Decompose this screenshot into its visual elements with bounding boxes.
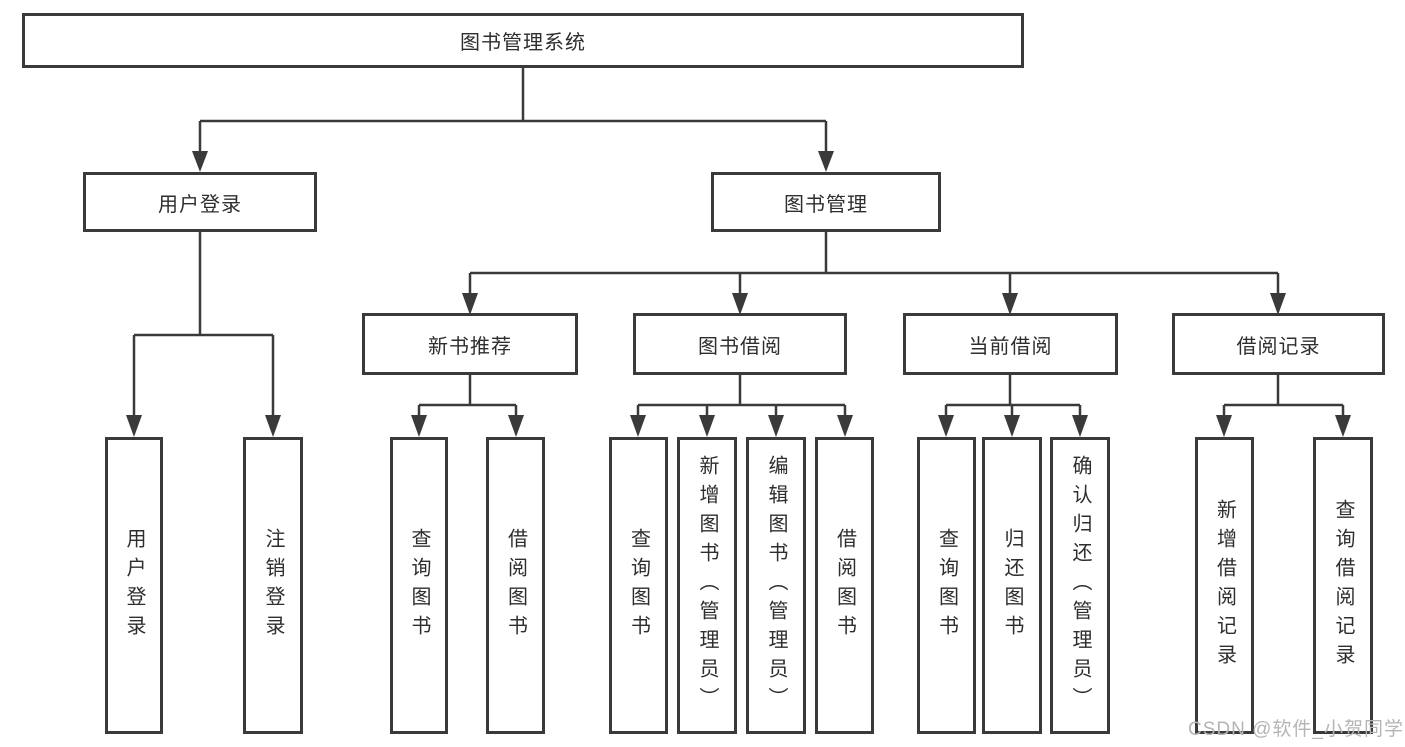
arrow-icon <box>1216 415 1232 437</box>
node-label: 查询图书 <box>935 527 958 644</box>
node-root-system: 图书管理系统 <box>22 13 1024 68</box>
leaf-query-books-recommend: 查询图书 <box>390 437 448 734</box>
node-label: 图书管理系统 <box>460 32 586 54</box>
arrow-icon <box>508 415 524 437</box>
arrow-icon <box>1335 415 1351 437</box>
leaf-return-books: 归还图书 <box>982 437 1042 734</box>
connector-user-login-to-leaves <box>132 232 275 421</box>
connector-root-to-level2 <box>198 68 828 156</box>
leaf-user-login: 用户登录 <box>105 437 163 734</box>
node-book-management: 图书管理 <box>711 172 941 232</box>
node-label: 图书借阅 <box>698 335 782 358</box>
node-label: 归还图书 <box>1001 527 1023 644</box>
node-label: 图书管理 <box>784 193 868 216</box>
node-label: 借阅记录 <box>1236 335 1321 358</box>
node-label: 编辑图书（管理员） <box>765 455 787 716</box>
node-label: 新书推荐 <box>428 335 512 358</box>
connector-current-borrowing-to-leaves <box>944 375 1082 421</box>
node-borrowing-records: 借阅记录 <box>1172 313 1385 375</box>
node-label: 用户登录 <box>123 527 145 644</box>
node-user-login: 用户登录 <box>83 172 317 232</box>
node-new-book-recommendation: 新书推荐 <box>362 313 578 375</box>
arrow-icon <box>462 293 478 315</box>
node-label: 借阅图书 <box>833 527 856 644</box>
connector-book-borrowing-to-leaves <box>636 375 847 421</box>
node-label: 查询借阅记录 <box>1332 498 1354 673</box>
arrow-icon <box>630 415 646 437</box>
csdn-watermark: CSDN @软件_小贺同学 <box>1188 719 1404 740</box>
leaf-borrow-books-recommend: 借阅图书 <box>486 437 545 734</box>
arrow-icon <box>411 415 427 437</box>
arrow-icon <box>265 415 281 437</box>
arrow-icon <box>1002 293 1018 315</box>
arrow-icon <box>818 151 834 172</box>
arrow-icon <box>768 415 784 437</box>
node-label: 新增借阅记录 <box>1213 498 1236 673</box>
node-label: 用户登录 <box>158 193 242 216</box>
arrow-icon <box>126 415 142 437</box>
leaf-query-books-borrow: 查询图书 <box>609 437 668 734</box>
leaf-query-books-current: 查询图书 <box>917 437 976 734</box>
arrow-icon <box>938 415 954 437</box>
leaf-edit-book-admin: 编辑图书（管理员） <box>746 437 806 734</box>
connector-new-book-to-leaves <box>417 375 518 421</box>
connector-borrowing-records-to-leaves <box>1222 375 1345 421</box>
leaf-borrow-books: 借阅图书 <box>815 437 874 734</box>
arrow-icon <box>732 293 748 315</box>
leaf-confirm-return-admin: 确认归还（管理员） <box>1050 437 1110 734</box>
node-label: 新增图书（管理员） <box>696 455 718 716</box>
node-label: 注销登录 <box>262 527 284 644</box>
node-label: 当前借阅 <box>968 335 1053 358</box>
leaf-query-borrow-record: 查询借阅记录 <box>1313 437 1373 734</box>
node-label: 查询图书 <box>627 527 650 644</box>
arrow-icon <box>837 415 853 437</box>
node-current-borrowing: 当前借阅 <box>903 313 1118 375</box>
node-label: 查询图书 <box>408 527 430 644</box>
node-book-borrowing: 图书借阅 <box>633 313 847 375</box>
arrowheads <box>126 151 1351 437</box>
arrow-icon <box>1004 415 1020 437</box>
arrow-icon <box>1270 293 1286 315</box>
node-label: 确认归还（管理员） <box>1069 455 1091 716</box>
arrow-icon <box>192 151 208 172</box>
leaf-add-borrow-record: 新增借阅记录 <box>1195 437 1254 734</box>
connector-book-management-to-level3 <box>468 232 1280 299</box>
arrow-icon <box>1072 415 1088 437</box>
leaf-add-book-admin: 新增图书（管理员） <box>677 437 737 734</box>
arrow-icon <box>699 415 715 437</box>
node-label: 借阅图书 <box>504 527 527 644</box>
leaf-logout: 注销登录 <box>243 437 303 734</box>
